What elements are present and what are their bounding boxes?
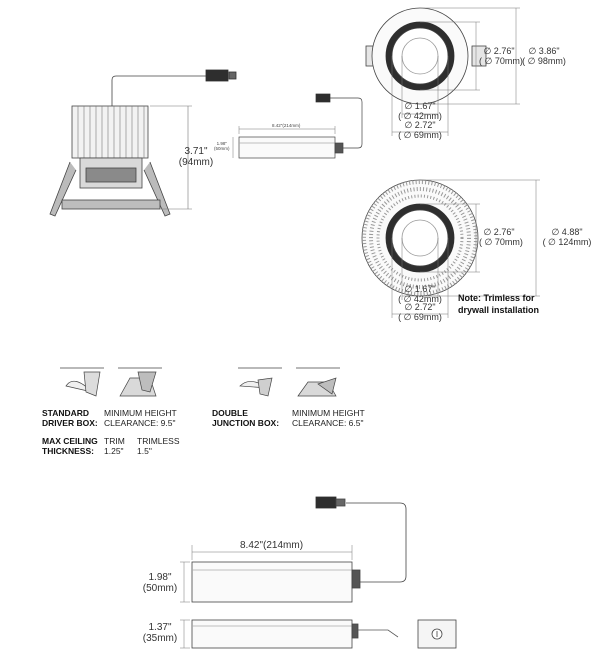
small-driver-height-mm: (50mm) xyxy=(214,146,230,151)
trimless-aperture-d-label: ∅ 1.67" ( ∅ 42mm) xyxy=(397,284,443,304)
trimless-aperture-d: ∅ 1.67" xyxy=(404,284,436,294)
trim-bezel-d: ∅ 2.72" xyxy=(404,120,436,130)
trimless-bezel-d-label: ∅ 2.72" ( ∅ 69mm) xyxy=(397,302,443,322)
trim-aperture-d-mm: ( ∅ 42mm) xyxy=(398,111,442,121)
double-junction-box-label: DOUBLE JUNCTION BOX: xyxy=(212,408,280,428)
max-ceiling-thickness-label: MAX CEILING THICKNESS: xyxy=(42,436,98,456)
trim-inner-d: ∅ 2.76" xyxy=(483,46,515,56)
side-height-value: 3.71" xyxy=(184,146,208,157)
large-driver-height-mm: (50mm) xyxy=(142,583,178,594)
trim-inner-d-label: ∅ 2.76" ( ∅ 70mm) xyxy=(479,46,523,66)
trimless-inner-d-label: ∅ 2.76" ( ∅ 70mm) xyxy=(479,227,523,247)
trimless-outer-d-mm: ( ∅ 124mm) xyxy=(542,237,592,247)
driver-small xyxy=(232,93,363,159)
standard-driver-box-label: STANDARD DRIVER BOX: xyxy=(42,408,98,428)
large-driver-depth-mm: (35mm) xyxy=(142,633,178,644)
double-clearance: MINIMUM HEIGHT CLEARANCE: 6.5" xyxy=(292,408,365,428)
trim-outer-d: ∅ 3.86" xyxy=(528,46,560,56)
trim-bezel-d-label: ∅ 2.72" ( ∅ 69mm) xyxy=(397,120,443,140)
standard-clearance: MINIMUM HEIGHT CLEARANCE: 9.5" xyxy=(104,408,177,428)
ceiling-trimless-value: TRIMLESS 1.5" xyxy=(137,436,180,456)
install-icons xyxy=(60,367,340,397)
trimless-bezel-d: ∅ 2.72" xyxy=(404,302,436,312)
small-driver-height-value: 1.98" xyxy=(216,141,227,146)
trim-outer-d-label: ∅ 3.86" ( ∅ 98mm) xyxy=(519,46,569,66)
front-view-trim xyxy=(365,7,520,136)
downlight-side-view xyxy=(49,69,237,217)
large-driver-depth-value: 1.37" xyxy=(148,622,172,633)
trimless-outer-d-label: ∅ 4.88" ( ∅ 124mm) xyxy=(539,227,595,247)
trimless-note: Note: Trimless for drywall installation xyxy=(458,293,540,315)
large-driver-height-value: 1.98" xyxy=(148,572,172,583)
small-driver-length: 8.42"(214mm) xyxy=(272,123,301,128)
large-driver-depth-label: 1.37" (35mm) xyxy=(140,622,180,644)
trim-inner-d-mm: ( ∅ 70mm) xyxy=(479,56,523,66)
trimless-inner-d: ∅ 2.76" xyxy=(483,227,515,237)
small-driver-height-label: 1.98" (50mm) xyxy=(214,141,230,151)
trim-aperture-d: ∅ 1.67" xyxy=(404,101,436,111)
large-driver-height-label: 1.98" (50mm) xyxy=(140,572,180,594)
trim-bezel-d-mm: ( ∅ 69mm) xyxy=(398,130,442,140)
trim-outer-d-mm: ( ∅ 98mm) xyxy=(522,56,566,66)
ceiling-trim-value: TRIM 1.25" xyxy=(104,436,125,456)
side-height-mm: (94mm) xyxy=(178,157,214,168)
trimless-inner-d-mm: ( ∅ 70mm) xyxy=(479,237,523,247)
trimless-aperture-d-mm: ( ∅ 42mm) xyxy=(398,294,442,304)
driver-large xyxy=(180,496,457,649)
large-driver-length: 8.42"(214mm) xyxy=(240,540,304,551)
trimless-outer-d: ∅ 4.88" xyxy=(551,227,583,237)
side-height-label: 3.71" (94mm) xyxy=(170,146,222,168)
trim-aperture-d-label: ∅ 1.67" ( ∅ 42mm) xyxy=(397,101,443,121)
trimless-bezel-d-mm: ( ∅ 69mm) xyxy=(398,312,442,322)
front-view-trimless xyxy=(361,179,540,318)
